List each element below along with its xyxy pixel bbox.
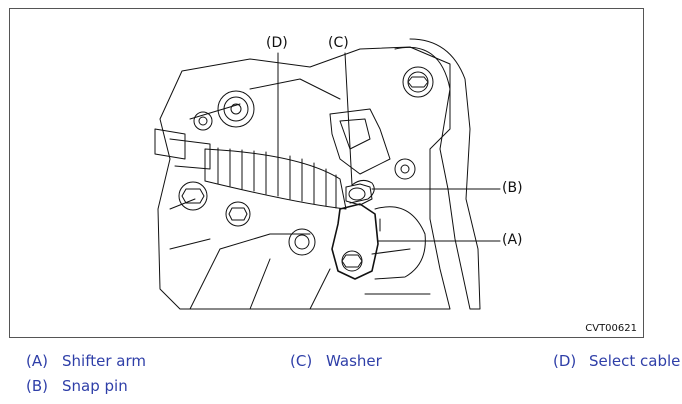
- bolt-left-2: [225, 201, 251, 227]
- legend-letter: (D): [553, 352, 577, 370]
- legend-label: Snap pin: [62, 377, 128, 395]
- select-cable-rod: [154, 128, 211, 170]
- legend-label: Shifter arm: [62, 352, 146, 370]
- bolt-right: [394, 158, 416, 180]
- bolt-left-1: [178, 181, 208, 211]
- select-cable-boot: [204, 147, 347, 210]
- housing-outline: [157, 46, 451, 310]
- legend-item-b: (B) Snap pin: [26, 377, 128, 395]
- bolt-top-small: [193, 111, 213, 131]
- callout-c: (C): [328, 35, 349, 51]
- legend-label: Select cable: [589, 352, 681, 370]
- legend-item-d: (D) Select cable: [553, 352, 680, 370]
- transmission-illustration: [154, 38, 501, 310]
- shifter-arm-bolt: [341, 250, 363, 272]
- snap-pin: [349, 179, 375, 204]
- lever-cover: [374, 206, 426, 280]
- legend-letter: (B): [26, 377, 48, 395]
- legend-letter: (A): [26, 352, 48, 370]
- legend-label: Washer: [326, 352, 382, 370]
- clip-bracket: [329, 108, 391, 175]
- washer: [348, 187, 366, 201]
- callout-a: (A): [502, 232, 523, 248]
- figure-frame: (D) (C) (B) (A) CVT00621: [9, 8, 644, 338]
- legend-item-c: (C) Washer: [290, 352, 382, 370]
- figure-id: CVT00621: [585, 323, 637, 334]
- bolt-top-right: [402, 66, 434, 98]
- housing-ribs: [169, 78, 431, 310]
- cable-link: [345, 183, 373, 206]
- legend-letter: (C): [290, 352, 313, 370]
- shifter-arm: [331, 203, 379, 280]
- legend-item-a: (A) Shifter arm: [26, 352, 146, 370]
- housing-flange: [394, 38, 481, 310]
- callout-d: (D): [266, 35, 288, 51]
- leader-c: [344, 52, 353, 186]
- round-boss: [288, 228, 316, 256]
- bolt-top-left: [217, 90, 255, 128]
- callout-b: (B): [502, 180, 523, 196]
